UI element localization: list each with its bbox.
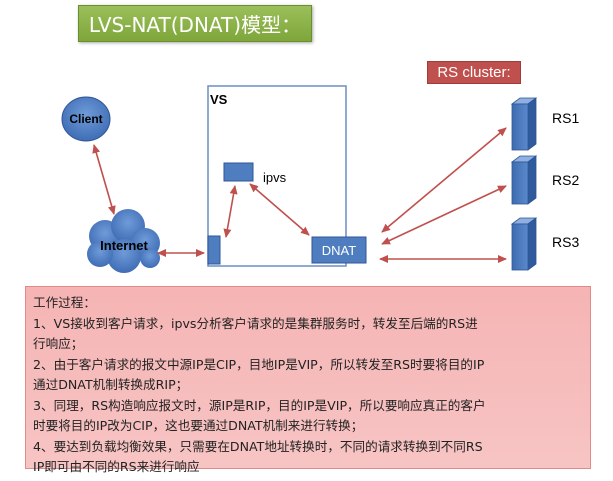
ipvs-block-icon bbox=[223, 162, 254, 182]
dnat-box bbox=[311, 236, 367, 264]
description-line: 时要将目的IP改为CIP，这也要通过DNAT机制来进行转换； bbox=[33, 418, 364, 433]
description-line: 通过DNAT机制转换成RIP； bbox=[33, 377, 189, 392]
description-line: 4、要达到负载均衡效果，只需要在DNAT地址转换时，不同的请求转换到不同RS bbox=[33, 438, 483, 454]
dnat-rs2-arrow bbox=[381, 185, 507, 245]
vs-interface-icon bbox=[207, 235, 221, 265]
description-line: IP即可由不同的RS来进行响应 bbox=[33, 459, 200, 474]
rs1-server-icon bbox=[510, 97, 538, 151]
ipvs-label: ipvs bbox=[263, 170, 287, 185]
dnat-label: DNAT bbox=[322, 243, 356, 258]
rs2-server-icon bbox=[510, 155, 538, 205]
description-line: 行响应； bbox=[33, 336, 84, 351]
dnat-rs1-arrow bbox=[381, 127, 507, 233]
description-line: 2、由于客户请求的报文中源IP是CIP，目地IP是VIP，所以转发至RS时要将目… bbox=[33, 356, 485, 372]
vs-label: VS bbox=[210, 92, 228, 107]
vs-ipvs-arrow bbox=[223, 185, 238, 238]
internet-cloud-icon bbox=[87, 209, 160, 273]
rs3-server-icon bbox=[510, 217, 538, 271]
description-line: 3、同理，RS构造响应报文时，源IP是RIP，目的IP是VIP，所以要响应真正的… bbox=[33, 397, 486, 413]
client-label: Client bbox=[69, 112, 102, 126]
client-internet-arrow bbox=[92, 144, 116, 215]
client-node bbox=[61, 96, 111, 142]
diagram-title: LVS-NAT(DNAT)模型： bbox=[78, 5, 312, 42]
rs1-label: RS1 bbox=[552, 110, 579, 126]
description-line: 1、VS接收到客户请求，ipvs分析客户请求的是集群服务时，转发至后端的RS进 bbox=[33, 315, 478, 331]
rs2-label: RS2 bbox=[552, 172, 579, 188]
internet-label: Internet bbox=[100, 238, 148, 253]
description-panel: 工作过程： 1、VS接收到客户请求，ipvs分析客户请求的是集群服务时，转发至后… bbox=[25, 286, 591, 474]
ipvs-dnat-arrow bbox=[249, 183, 310, 236]
description-line: 工作过程： bbox=[33, 295, 96, 310]
rs3-label: RS3 bbox=[552, 234, 579, 250]
rs-cluster-label: RS cluster: bbox=[427, 61, 521, 84]
